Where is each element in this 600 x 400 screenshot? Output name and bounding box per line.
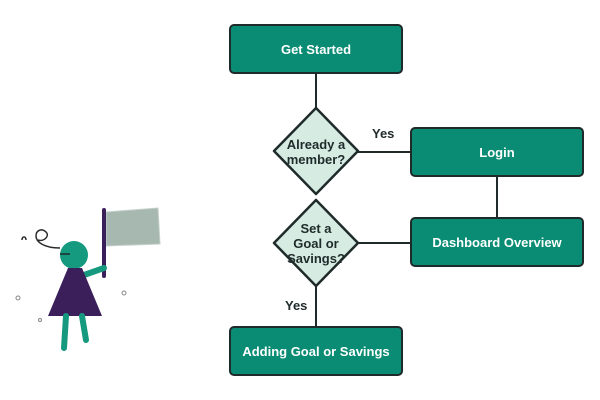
node-login-label: Login — [479, 144, 515, 160]
decision-diamond-goal — [272, 198, 360, 288]
node-dashboard-label: Dashboard Overview — [432, 234, 562, 250]
edge-label-yes-adding: Yes — [285, 298, 308, 313]
decision-member-label: Already a member? — [286, 137, 346, 167]
decision-diamond-member — [272, 106, 360, 196]
node-dashboard-overview: Dashboard Overview — [410, 217, 584, 267]
node-login: Login — [410, 127, 584, 177]
decision-goal-label: Set a Goal or Savings? — [287, 220, 345, 266]
node-get-started: Get Started — [229, 24, 403, 74]
node-adding-goal: Adding Goal or Savings — [229, 326, 403, 376]
flag-girl-icon — [15, 207, 161, 351]
edge-label-yes-login: Yes — [372, 126, 395, 141]
node-get-started-label: Get Started — [280, 41, 352, 57]
node-adding-goal-label: Adding Goal or Savings — [242, 343, 390, 359]
